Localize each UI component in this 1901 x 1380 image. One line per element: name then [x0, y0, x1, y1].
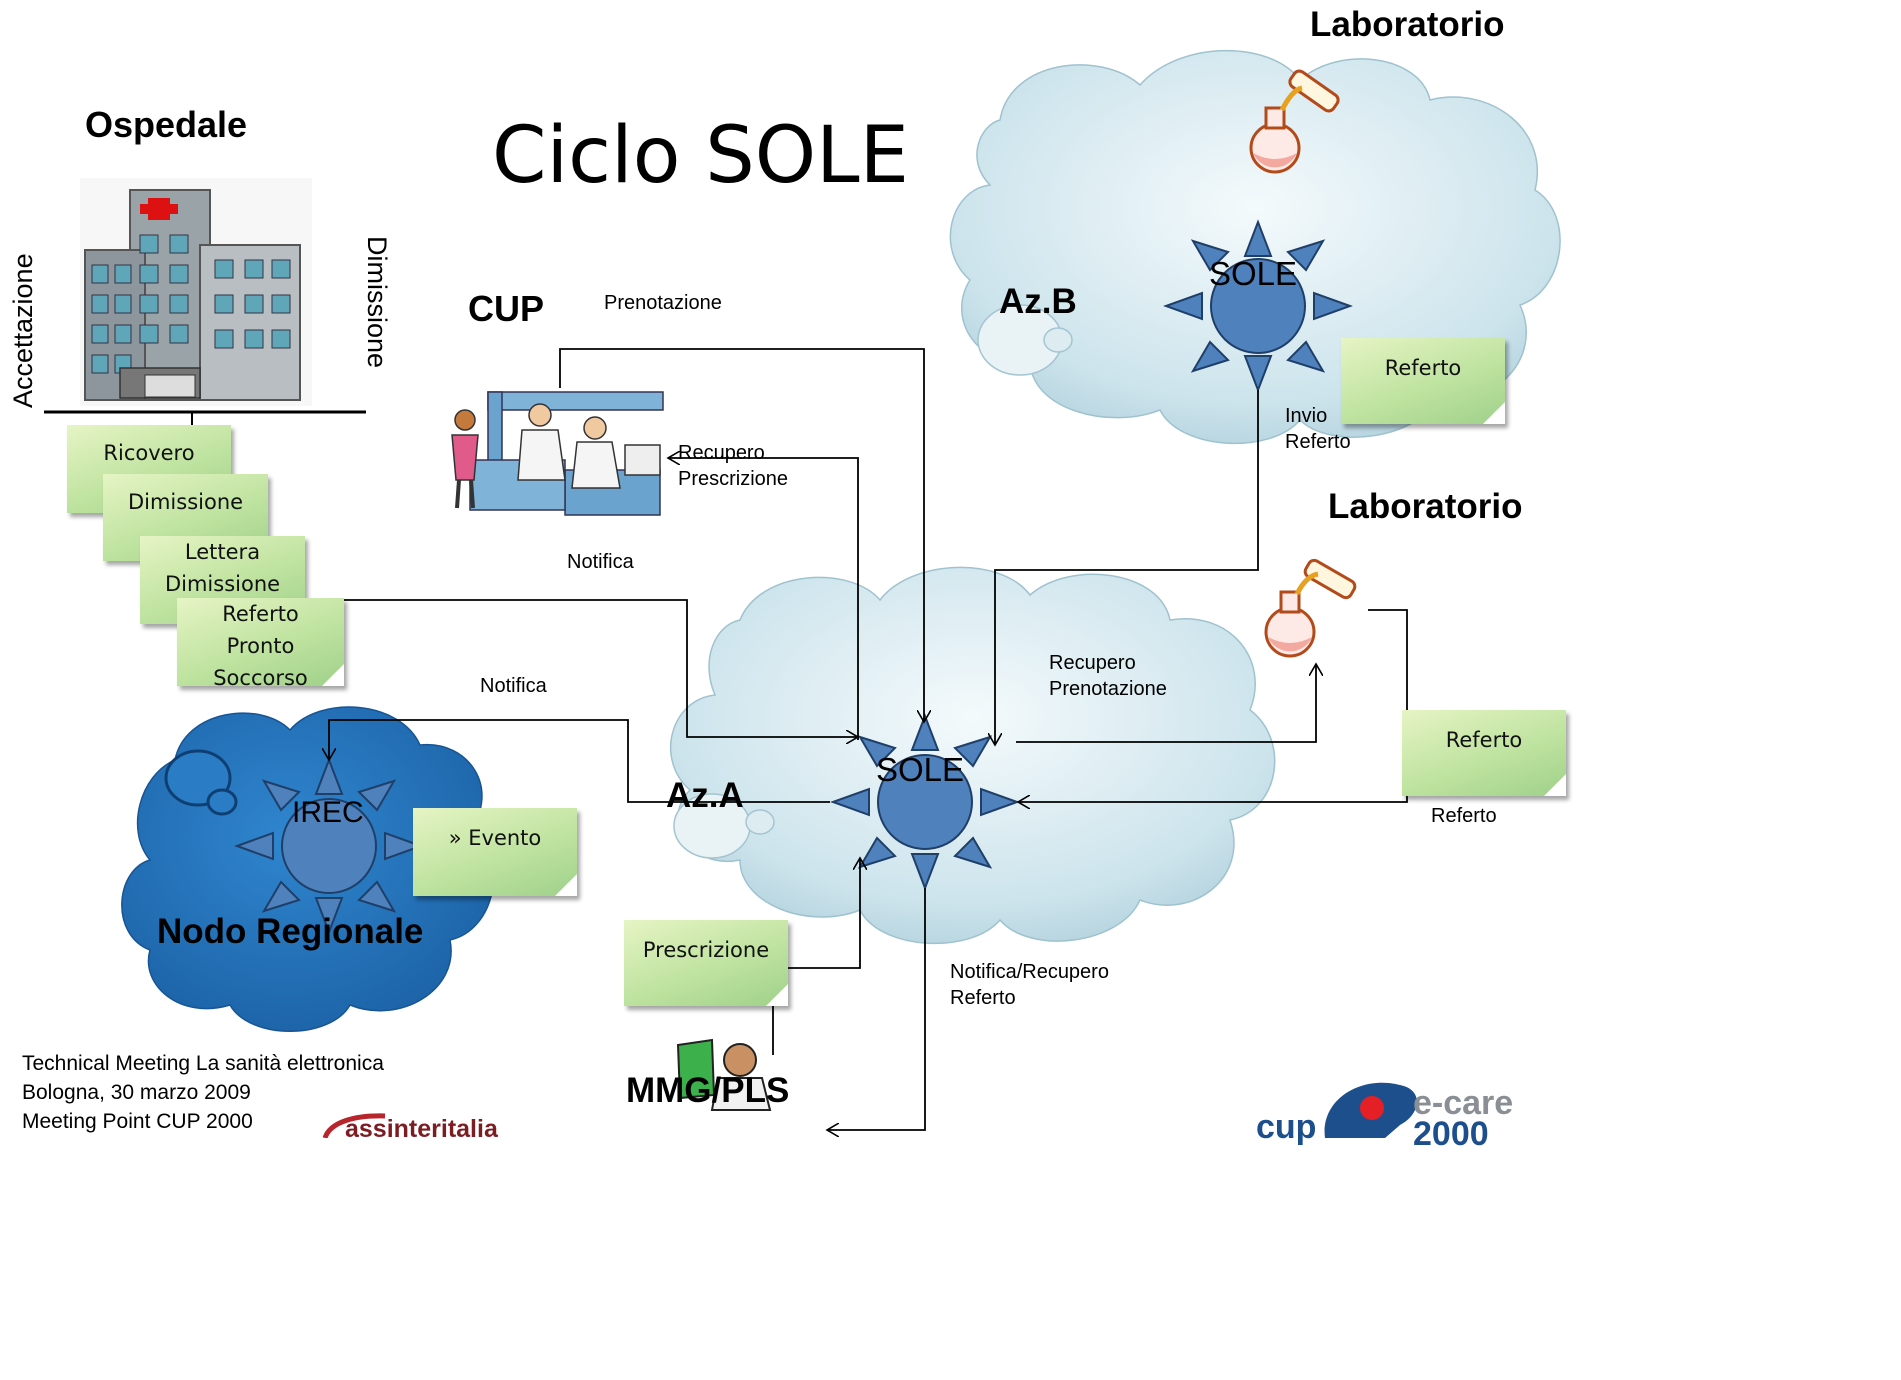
cup2000-logo-cup: cup [1256, 1108, 1317, 1146]
connectors [329, 348, 1408, 1130]
note-referto-a: Referto [1402, 710, 1566, 796]
cup-title: CUP [468, 288, 545, 329]
hub-irec [234, 757, 424, 935]
footer-line-3: Meeting Point CUP 2000 [22, 1110, 253, 1133]
note-evento: » Evento [413, 808, 577, 896]
accettazione-label: Accettazione [8, 253, 38, 408]
az-a-label: Az.A [666, 776, 744, 815]
mmg-pls-label: MMG/PLS [626, 1071, 790, 1110]
sole-b-label: SOLE [1209, 255, 1298, 292]
laboratorio-b-title: Laboratorio [1310, 5, 1505, 44]
notifica-nodo-label: Notifica [480, 675, 547, 697]
notifica-cup-label: Notifica [567, 551, 634, 573]
az-b-label: Az.B [999, 282, 1077, 321]
notifica-recupero-referto-label: Notifica/Recupero Referto [950, 961, 1109, 1009]
hospital-icon [80, 178, 312, 406]
hub-sole-az-a [830, 713, 1020, 891]
recupero-prescrizione-label: Recupero Prescrizione [678, 442, 789, 490]
assinter-logo: assinteritalia [345, 1115, 498, 1143]
sole-a-label: SOLE [876, 751, 965, 788]
laboratorio-a-title: Laboratorio [1328, 487, 1523, 526]
flask-icon-lab-b [1249, 69, 1340, 174]
assinter-logo-swoosh [322, 1113, 386, 1138]
nodo-regionale-label: Nodo Regionale [157, 912, 424, 951]
footer-line-2: Bologna, 30 marzo 2009 [22, 1081, 251, 1104]
note-referto-ps: Referto Pronto Soccorso [177, 598, 344, 690]
ospedale-title: Ospedale [85, 104, 248, 145]
diagram-canvas [44, 49, 1561, 1138]
referto-lab-label: Referto [1431, 805, 1497, 827]
dimissione-side-label: Dimissione [362, 236, 392, 369]
page-title: Ciclo SOLE [492, 111, 909, 201]
cup-desk-icon [451, 391, 664, 516]
recupero-prenotazione-label: Recupero Prenotazione [1049, 652, 1167, 700]
cup2000-logo-ecare: e-care [1413, 1084, 1514, 1122]
irec-label: IREC [292, 796, 364, 829]
hub-sole-az-b [1163, 219, 1353, 393]
doctor-icon [676, 1038, 772, 1111]
flask-icon-lab-a [1264, 558, 1357, 658]
footer-line-1: Technical Meeting La sanità elettronica [22, 1052, 384, 1075]
note-referto-b: Referto [1341, 338, 1505, 424]
note-prescrizione: Prescrizione [624, 920, 788, 1006]
cup2000-logo-2000: 2000 [1413, 1115, 1489, 1153]
invio-referto-label: Invio Referto [1285, 405, 1351, 453]
cup2000-logo-mark [1324, 1082, 1417, 1138]
prenotazione-label: Prenotazione [604, 292, 722, 314]
